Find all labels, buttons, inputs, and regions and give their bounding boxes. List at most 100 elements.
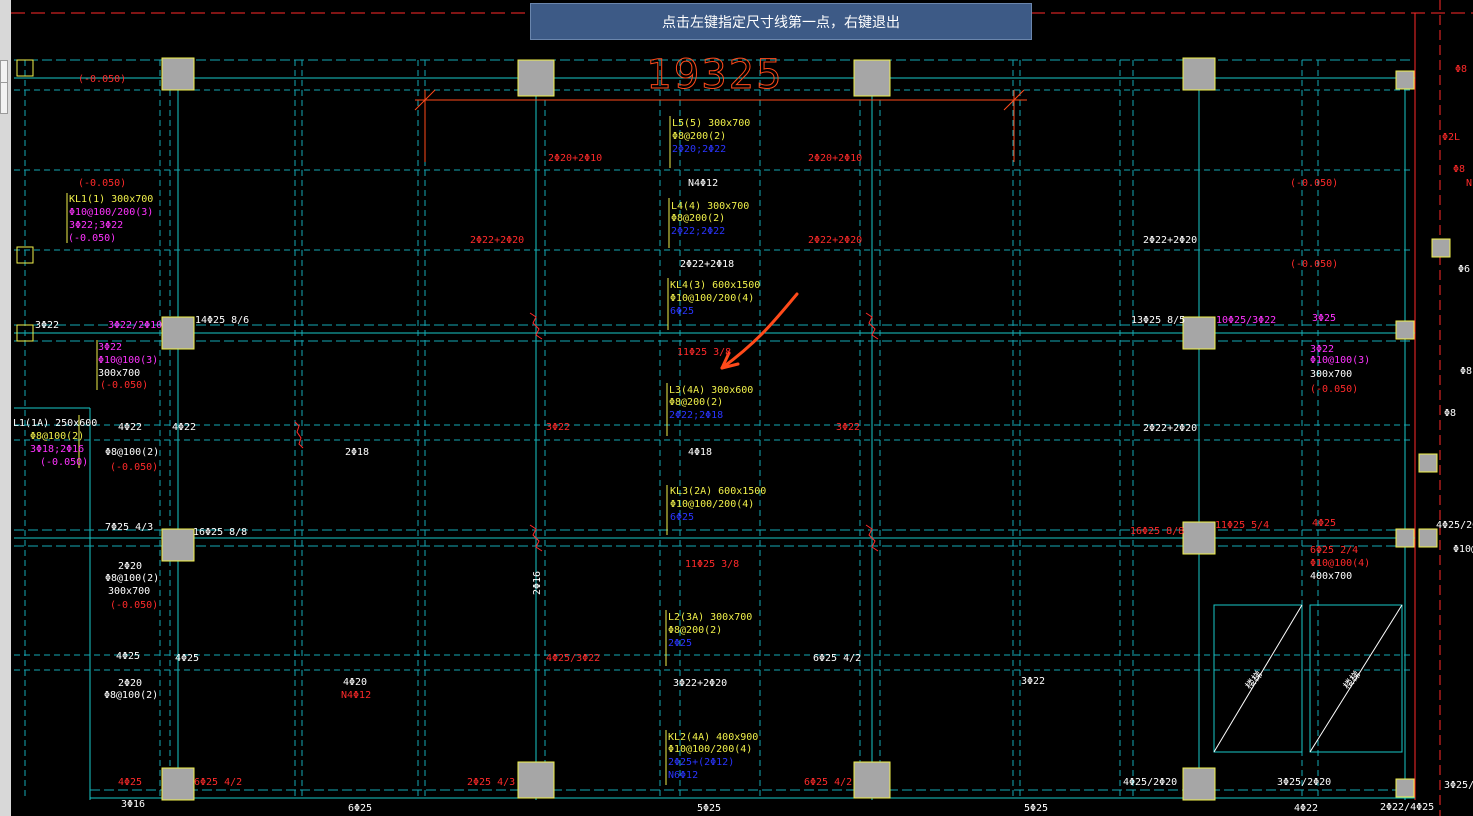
- column[interactable]: [853, 761, 891, 799]
- rebar-label-w6: 300x700: [98, 368, 140, 379]
- rebar-label-r10: 4Φ25: [1312, 518, 1336, 529]
- rebar-label-w24: 4Φ25: [175, 653, 199, 664]
- beam-tag-leaders: [66, 116, 671, 785]
- rebar-label-m6: 3Φ22: [1310, 344, 1334, 355]
- rebar-label-elev-5: (-0.050): [68, 233, 116, 244]
- rebar-label-w36: 5Φ25: [1024, 803, 1048, 814]
- rebar-label-w11: Φ8@100(2): [105, 447, 159, 458]
- column[interactable]: [1395, 778, 1415, 798]
- rebar-label-L1-3: 3Φ18;2Φ16: [30, 444, 84, 455]
- rebar-label-elev-2: (-0.050): [78, 178, 126, 189]
- rebar-label-KL1-1: KL1(1) 300x700: [69, 194, 153, 205]
- rebar-label-w37: 4Φ22: [1294, 803, 1318, 814]
- rebar-label-w31: 4Φ25/2Φ20: [1123, 777, 1177, 788]
- column[interactable]: [1395, 528, 1415, 548]
- rebar-label-elev-7: (-0.050): [40, 457, 88, 468]
- rebar-label-w3: 14Φ25 8/6: [195, 315, 249, 326]
- rebar-label-w14: 7Φ25 4/3: [105, 522, 153, 533]
- rebar-label-KL2-2: Φ10@100/200(4): [668, 744, 752, 755]
- column-group: [16, 57, 1451, 801]
- vertical-grid-axes: [89, 78, 1406, 800]
- column[interactable]: [161, 767, 195, 801]
- rebar-label-w35: 5Φ25: [697, 803, 721, 814]
- rebar-label-w17: Φ10@2: [1453, 544, 1473, 555]
- rebar-label-r13: Φ10@100(4): [1310, 558, 1370, 569]
- rebar-label-w19: Φ8@100(2): [105, 573, 159, 584]
- column[interactable]: [1182, 521, 1216, 555]
- rebar-label-e3: Φ2L: [1442, 132, 1460, 143]
- rebar-label-w2: 2Φ22+2Φ18: [680, 259, 734, 270]
- rebar-label-w9: 4Φ22: [172, 422, 196, 433]
- rebar-label-elev-3: (-0.050): [1290, 178, 1338, 189]
- column[interactable]: [853, 59, 891, 97]
- rebar-label-elev-8: (-0.050): [110, 462, 158, 473]
- column[interactable]: [517, 761, 555, 799]
- column[interactable]: [16, 246, 34, 264]
- rebar-label-KL2-3: 2Φ25+(2Φ12): [668, 757, 734, 768]
- rebar-label-w7: 300x700: [1310, 369, 1352, 380]
- rebar-label-w10: 2Φ22+2Φ20: [1143, 423, 1197, 434]
- rebar-label-r14: 4Φ25/3Φ22: [546, 653, 600, 664]
- rebar-label-w21: 400x700: [1310, 571, 1352, 582]
- rebar-label-m5: Φ10@100(3): [98, 355, 158, 366]
- rebar-label-L2-1: L2(3A) 300x700: [668, 612, 752, 623]
- column[interactable]: [16, 59, 34, 77]
- rebar-label-e1: Φ8: [1455, 64, 1467, 75]
- rebar-label-w25: 6Φ25 4/2: [813, 653, 861, 664]
- rebar-label-r18: 2Φ25 4/3: [467, 777, 515, 788]
- rebar-label-elev-6: (-0.050): [100, 380, 148, 391]
- toolbar-handle[interactable]: [0, 82, 8, 114]
- column[interactable]: [1395, 70, 1415, 90]
- rebar-label-m2: 10Φ25/3Φ22: [1216, 315, 1276, 326]
- left-toolbar-strip: [0, 0, 11, 816]
- column[interactable]: [1418, 453, 1438, 473]
- rebar-label-w23: 4Φ25: [116, 651, 140, 662]
- rebar-label-KL2-1: KL2(4A) 400x900: [668, 732, 758, 743]
- rebar-label-m1: 3Φ22/2Φ10: [108, 320, 162, 331]
- rebar-label-w29: 3Φ22+2Φ20: [673, 678, 727, 689]
- column[interactable]: [1182, 316, 1216, 350]
- column[interactable]: [1182, 767, 1216, 801]
- rebar-label-elev-9: (-0.050): [1310, 384, 1358, 395]
- rebar-label-r15: N4Φ12: [341, 690, 371, 701]
- rebar-label-KL2-4: N6Φ12: [668, 770, 698, 781]
- column[interactable]: [1418, 528, 1438, 548]
- rebar-label-r16: 4Φ25: [118, 777, 142, 788]
- rebar-label-r17: 6Φ25 4/2: [194, 777, 242, 788]
- column[interactable]: [16, 324, 34, 342]
- column[interactable]: [161, 316, 195, 350]
- rebar-label-L3-3: 2Φ22;2Φ18: [669, 410, 723, 421]
- rebar-label-L5-1: L5(5) 300x700: [672, 118, 750, 129]
- rebar-label-n4-top: N4Φ12: [688, 178, 718, 189]
- rebar-label-w5: 3Φ22: [35, 320, 59, 331]
- rebar-label-L3-2: Φ8@200(2): [669, 397, 723, 408]
- dimension-line[interactable]: [414, 89, 1027, 162]
- rebar-label-L1-1: L1(1A) 250x600: [13, 418, 97, 429]
- rebar-label-w39: 3Φ25/2: [1444, 780, 1473, 791]
- column[interactable]: [1431, 238, 1451, 258]
- rebar-label-r7: 3Φ22: [836, 422, 860, 433]
- rebar-label-KL1-2: Φ10@100/200(3): [69, 207, 153, 218]
- rebar-label-m3: 3Φ25: [1312, 313, 1336, 324]
- rebar-label-w8: 4Φ22: [118, 422, 142, 433]
- rebar-label-L4-2: Φ8@200(2): [671, 213, 725, 224]
- rebar-label-w28: 4Φ20: [343, 677, 367, 688]
- column[interactable]: [161, 528, 195, 562]
- rebar-label-w22: 2Φ16: [532, 571, 543, 595]
- rebar-label-e7: Φ8: [1444, 408, 1456, 419]
- rebar-label-e5: Φ6: [1458, 264, 1470, 275]
- column[interactable]: [517, 59, 555, 97]
- rebar-label-L3-1: L3(4A) 300x600: [669, 385, 753, 396]
- column[interactable]: [1395, 320, 1415, 340]
- rebar-label-r4: 2Φ22+2Φ20: [808, 235, 862, 246]
- rebar-label-w26: 2Φ20: [118, 678, 142, 689]
- rebar-label-L2-2: Φ8@200(2): [668, 625, 722, 636]
- rebar-label-r2: 2Φ20+2Φ10: [808, 153, 862, 164]
- rebar-label-e2: Φ8: [1453, 164, 1465, 175]
- rebar-label-elev-4: (-0.050): [1290, 259, 1338, 270]
- rebar-label-elev-1: (-0.050): [78, 74, 126, 85]
- rebar-label-m4: 3Φ22: [98, 342, 122, 353]
- column[interactable]: [1182, 57, 1216, 91]
- column[interactable]: [161, 57, 195, 91]
